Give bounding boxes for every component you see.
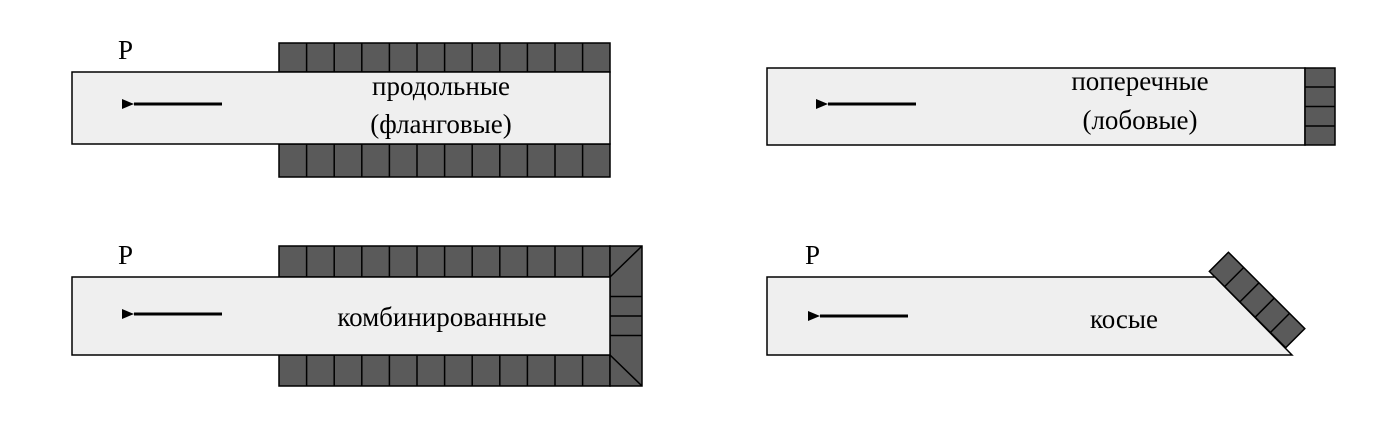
force-label: P [118, 35, 133, 65]
weld-end-segments [1305, 86, 1335, 127]
weld-end-segments [609, 245, 643, 387]
force-label: P [118, 240, 133, 270]
weld-top-segments [305, 246, 584, 277]
weld-label-line1: поперечные [1071, 66, 1208, 96]
panel-longitudinal: P продольные (фланговые) [71, 35, 611, 178]
plate [71, 71, 611, 145]
weld-label-line2: (лобовые) [1082, 105, 1197, 135]
weld-label-line1: продольные [372, 71, 510, 101]
plate [766, 67, 1306, 146]
panel-oblique: P косые [766, 240, 1306, 356]
force-label: P [805, 240, 820, 270]
weld-label-line2: (фланговые) [370, 109, 512, 139]
panel-combined: P комбинированные [71, 240, 643, 387]
weld-label: комбинированные [337, 302, 546, 332]
weld-bottom-segments [305, 355, 584, 386]
panel-transverse: поперечные (лобовые) [766, 66, 1336, 146]
weld-top-segments [305, 43, 584, 72]
weld-bottom-segments [305, 144, 584, 177]
plate [71, 276, 611, 356]
plate [766, 276, 1294, 356]
weld-label: косые [1090, 304, 1158, 334]
